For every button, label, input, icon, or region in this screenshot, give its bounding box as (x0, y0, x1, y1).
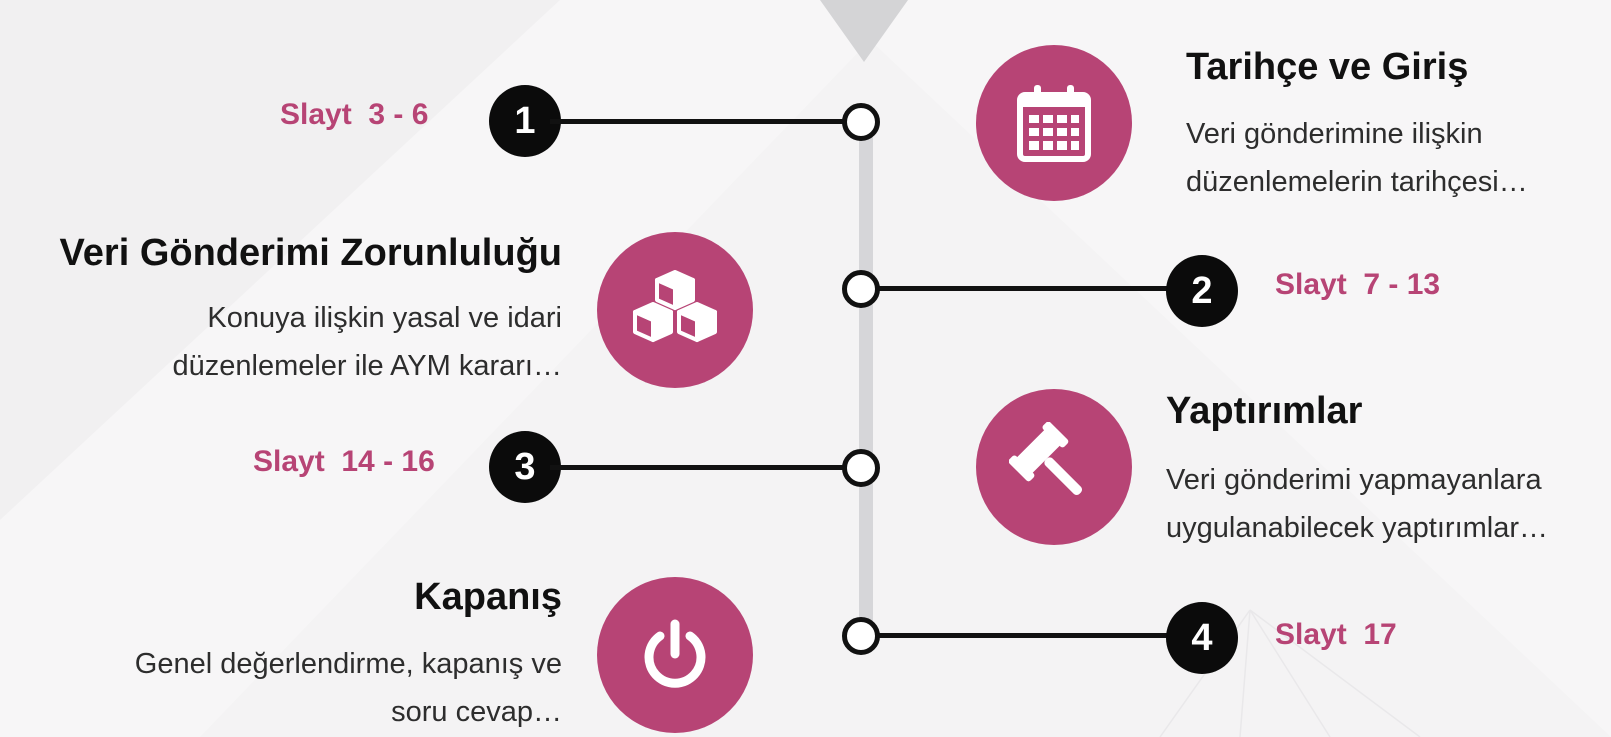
step-3-node (842, 449, 880, 487)
step-4-description: Genel değerlendirme, kapanış ve soru cev… (135, 640, 562, 736)
step-2-description: Konuya ilişkin yasal ve idari düzenlemel… (172, 294, 562, 390)
step-3-desc-line-2: uygulanabilecek yaptırımlar… (1166, 512, 1549, 544)
step-4-title: Kapanış (414, 576, 562, 618)
step-4-connector (876, 633, 1176, 638)
step-2-icon-circle (597, 232, 753, 388)
step-1-node (842, 103, 880, 141)
step-4-number-badge: 4 (1166, 602, 1238, 674)
timeline-axis (859, 118, 873, 638)
timeline-start-triangle (820, 0, 908, 62)
step-2-connector (876, 286, 1176, 291)
calendar-icon (1017, 85, 1091, 162)
step-1-description: Veri gönderimine ilişkin düzenlemelerin … (1186, 110, 1528, 206)
step-4-node (842, 617, 880, 655)
step-1-desc-line-2: düzenlemelerin tarihçesi… (1186, 166, 1528, 198)
step-1-connector (550, 119, 850, 124)
gavel-icon (1009, 422, 1083, 496)
step-1-icon-circle (976, 45, 1132, 201)
step-3-slide-range: Slayt 14 - 16 (253, 445, 435, 478)
step-1-slide-range: Slayt 3 - 6 (280, 98, 429, 131)
step-4-icon-circle (597, 577, 753, 733)
cubes-icon (633, 270, 717, 342)
step-3-connector (550, 465, 850, 470)
step-2-slide-range: Slayt 7 - 13 (1275, 268, 1441, 301)
step-1-number-badge: 1 (489, 85, 561, 157)
step-2-desc-line-2: düzenlemeler ile AYM kararı… (172, 350, 562, 382)
step-1-title: Tarihçe ve Giriş (1186, 46, 1469, 88)
step-2-node (842, 270, 880, 308)
step-4-desc-line-2: soru cevap… (391, 696, 562, 728)
step-4-desc-line-1: Genel değerlendirme, kapanış ve (134, 648, 562, 680)
step-3-icon-circle (976, 389, 1132, 545)
step-1-desc-line-1: Veri gönderimine ilişkin (1186, 118, 1483, 150)
step-2-desc-line-1: Konuya ilişkin yasal ve idari (207, 302, 562, 334)
step-3-title: Yaptırımlar (1166, 390, 1363, 432)
step-2-number-badge: 2 (1166, 255, 1238, 327)
step-3-number-badge: 3 (489, 431, 561, 503)
step-3-description: Veri gönderimi yapmayanlara uygulanabile… (1166, 456, 1548, 552)
power-icon (644, 619, 706, 688)
step-4-slide-range: Slayt 17 (1275, 618, 1397, 651)
step-2-title: Veri Gönderimi Zorunluluğu (59, 232, 562, 274)
step-3-desc-line-1: Veri gönderimi yapmayanlara (1166, 464, 1542, 496)
